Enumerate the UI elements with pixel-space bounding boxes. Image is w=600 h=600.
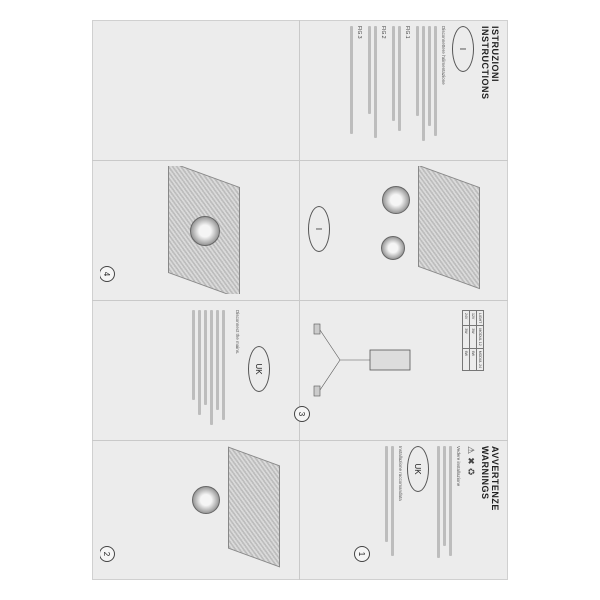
instructions-subtitle: INSTRUCTIONS [480,26,490,100]
illustration-panel-left: I 4 [100,166,500,294]
light-device-illustration [192,486,220,514]
no-tool-icon: ✖ [466,457,476,465]
spec-table: LIGHT MODUL 12 MODUL 24 12V 3W 6W 24V 3W… [462,310,484,371]
warnings-subtitle: WARNINGS [480,446,490,500]
text-line [204,310,207,405]
text-line [443,446,446,546]
text-line [374,26,377,138]
table-row: 12V 3W 6W [469,310,477,371]
step-number: 4 [100,266,115,282]
lang-badge-it: I [452,26,474,72]
step-number: 3 [294,406,310,422]
text-line [385,446,388,542]
table-cell: 6W [462,348,470,371]
text-line [422,26,425,141]
wiring-panel: LIGHT MODUL 12 MODUL 24 12V 3W 6W 24V 3W… [100,306,500,434]
table-cell: 12V [469,310,477,326]
text-line [368,26,371,114]
text-line [210,310,213,425]
it-disconnect-text: Disconnettere l'alimentazione [441,26,446,85]
led-unit [313,323,321,335]
wire [319,329,341,361]
table-cell: 3W [469,325,477,349]
table-cell: 6W [469,348,477,371]
uk-disconnect-text: Disconnect the mains. [235,310,240,355]
text-line [449,446,452,556]
lang-badge-it: I [308,206,330,252]
wood-panel-illustration [418,166,480,290]
table-cell: LIGHT [476,310,484,326]
warnings-title: AVVERTENZE [490,446,500,511]
table-cell: MODUL 12 [476,325,484,349]
step-number: 1 [354,546,370,562]
recycle-icon: ♻ [466,467,476,476]
uk-warning-text: Installazione raccomandata [398,446,403,501]
lang-badge-uk: UK [407,446,429,492]
instructions-title: ISTRUZIONI [490,26,500,82]
text-line [392,26,395,121]
instructions-panel: ISTRUZIONI INSTRUCTIONS I Disconnettere … [100,26,500,154]
text-line [391,446,394,556]
fold-line [92,160,508,161]
table-cell: 3W [462,325,470,349]
light-device-illustration [382,186,410,214]
text-line [428,26,431,126]
lang-badge-uk: UK [248,346,270,392]
warning-icons: ⚠ ✖ ♻ [465,446,476,574]
text-line [416,26,419,116]
it-warning-text: Vedere installazione [456,446,461,487]
table-row: 24V 3W 6W [462,310,470,371]
warnings-panel: AVVERTENZE WARNINGS ⚠ ✖ ♻ Vedere install… [100,446,500,574]
wire [319,359,341,391]
driver-box [369,349,411,371]
fold-line [92,440,508,441]
text-line [192,310,195,400]
table-cell: 24V [462,310,470,326]
led-unit [313,385,321,397]
table-cell: MODUL 24 [476,348,484,371]
light-device-illustration [190,216,220,246]
wiring-diagram [313,323,411,397]
step-number: 2 [100,546,115,562]
text-line [398,26,401,131]
figure-label: FIG.3 [356,26,362,39]
instruction-sheet: ISTRUZIONI INSTRUCTIONS I Disconnettere … [92,20,508,580]
fold-line [92,300,508,301]
light-device-illustration [381,236,405,260]
warning-icon: ⚠ [466,446,476,455]
text-line [198,310,201,415]
text-line [350,26,353,134]
text-line [437,446,440,558]
text-line [216,310,219,410]
text-line [222,310,225,420]
figure-label: FIG.1 [404,26,410,39]
text-line [434,26,437,136]
figure-label: FIG.2 [380,26,386,39]
table-row: LIGHT MODUL 12 MODUL 24 [476,310,484,371]
wood-panel-illustration [228,446,280,568]
